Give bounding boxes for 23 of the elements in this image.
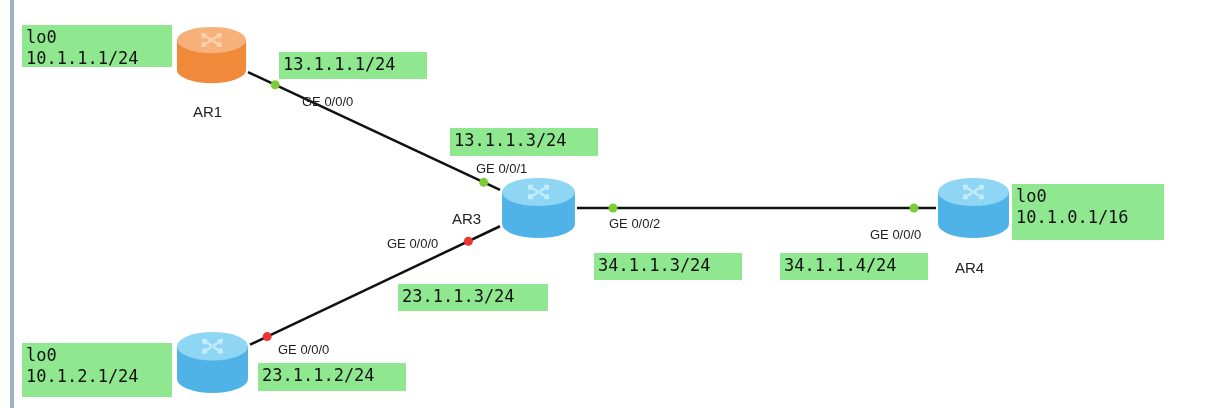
router-icon <box>175 330 250 395</box>
link-line <box>247 70 501 192</box>
address-tag: 34.1.1.4/24 <box>780 253 928 280</box>
interface-name: GE 0/0/0 <box>278 342 330 357</box>
address-tag: lo0 10.1.2.1/24 <box>22 343 172 397</box>
address-tag: 23.1.1.3/24 <box>398 284 548 311</box>
address-tag: 13.1.1.3/24 <box>450 128 598 156</box>
address-tag: lo0 10.1.0.1/16 <box>1012 184 1164 240</box>
router-name: AR4 <box>955 259 985 276</box>
router-icon <box>500 176 577 240</box>
router-name: AR1 <box>193 103 223 120</box>
router-icon <box>175 25 248 85</box>
link-line <box>577 206 936 210</box>
interface-name: GE 0/0/1 <box>476 161 528 176</box>
address-tag: lo0 10.1.1.1/24 <box>22 25 172 67</box>
interface-name: GE 0/0/0 <box>870 227 922 242</box>
address-tag: 23.1.1.2/24 <box>258 363 406 391</box>
router-icon <box>936 176 1011 240</box>
interface-name: GE 0/0/0 <box>387 236 439 251</box>
router-name: AR3 <box>452 210 482 227</box>
address-tag: 13.1.1.1/24 <box>279 52 427 79</box>
address-tag: 34.1.1.3/24 <box>594 253 742 280</box>
interface-name: GE 0/0/2 <box>609 216 661 231</box>
